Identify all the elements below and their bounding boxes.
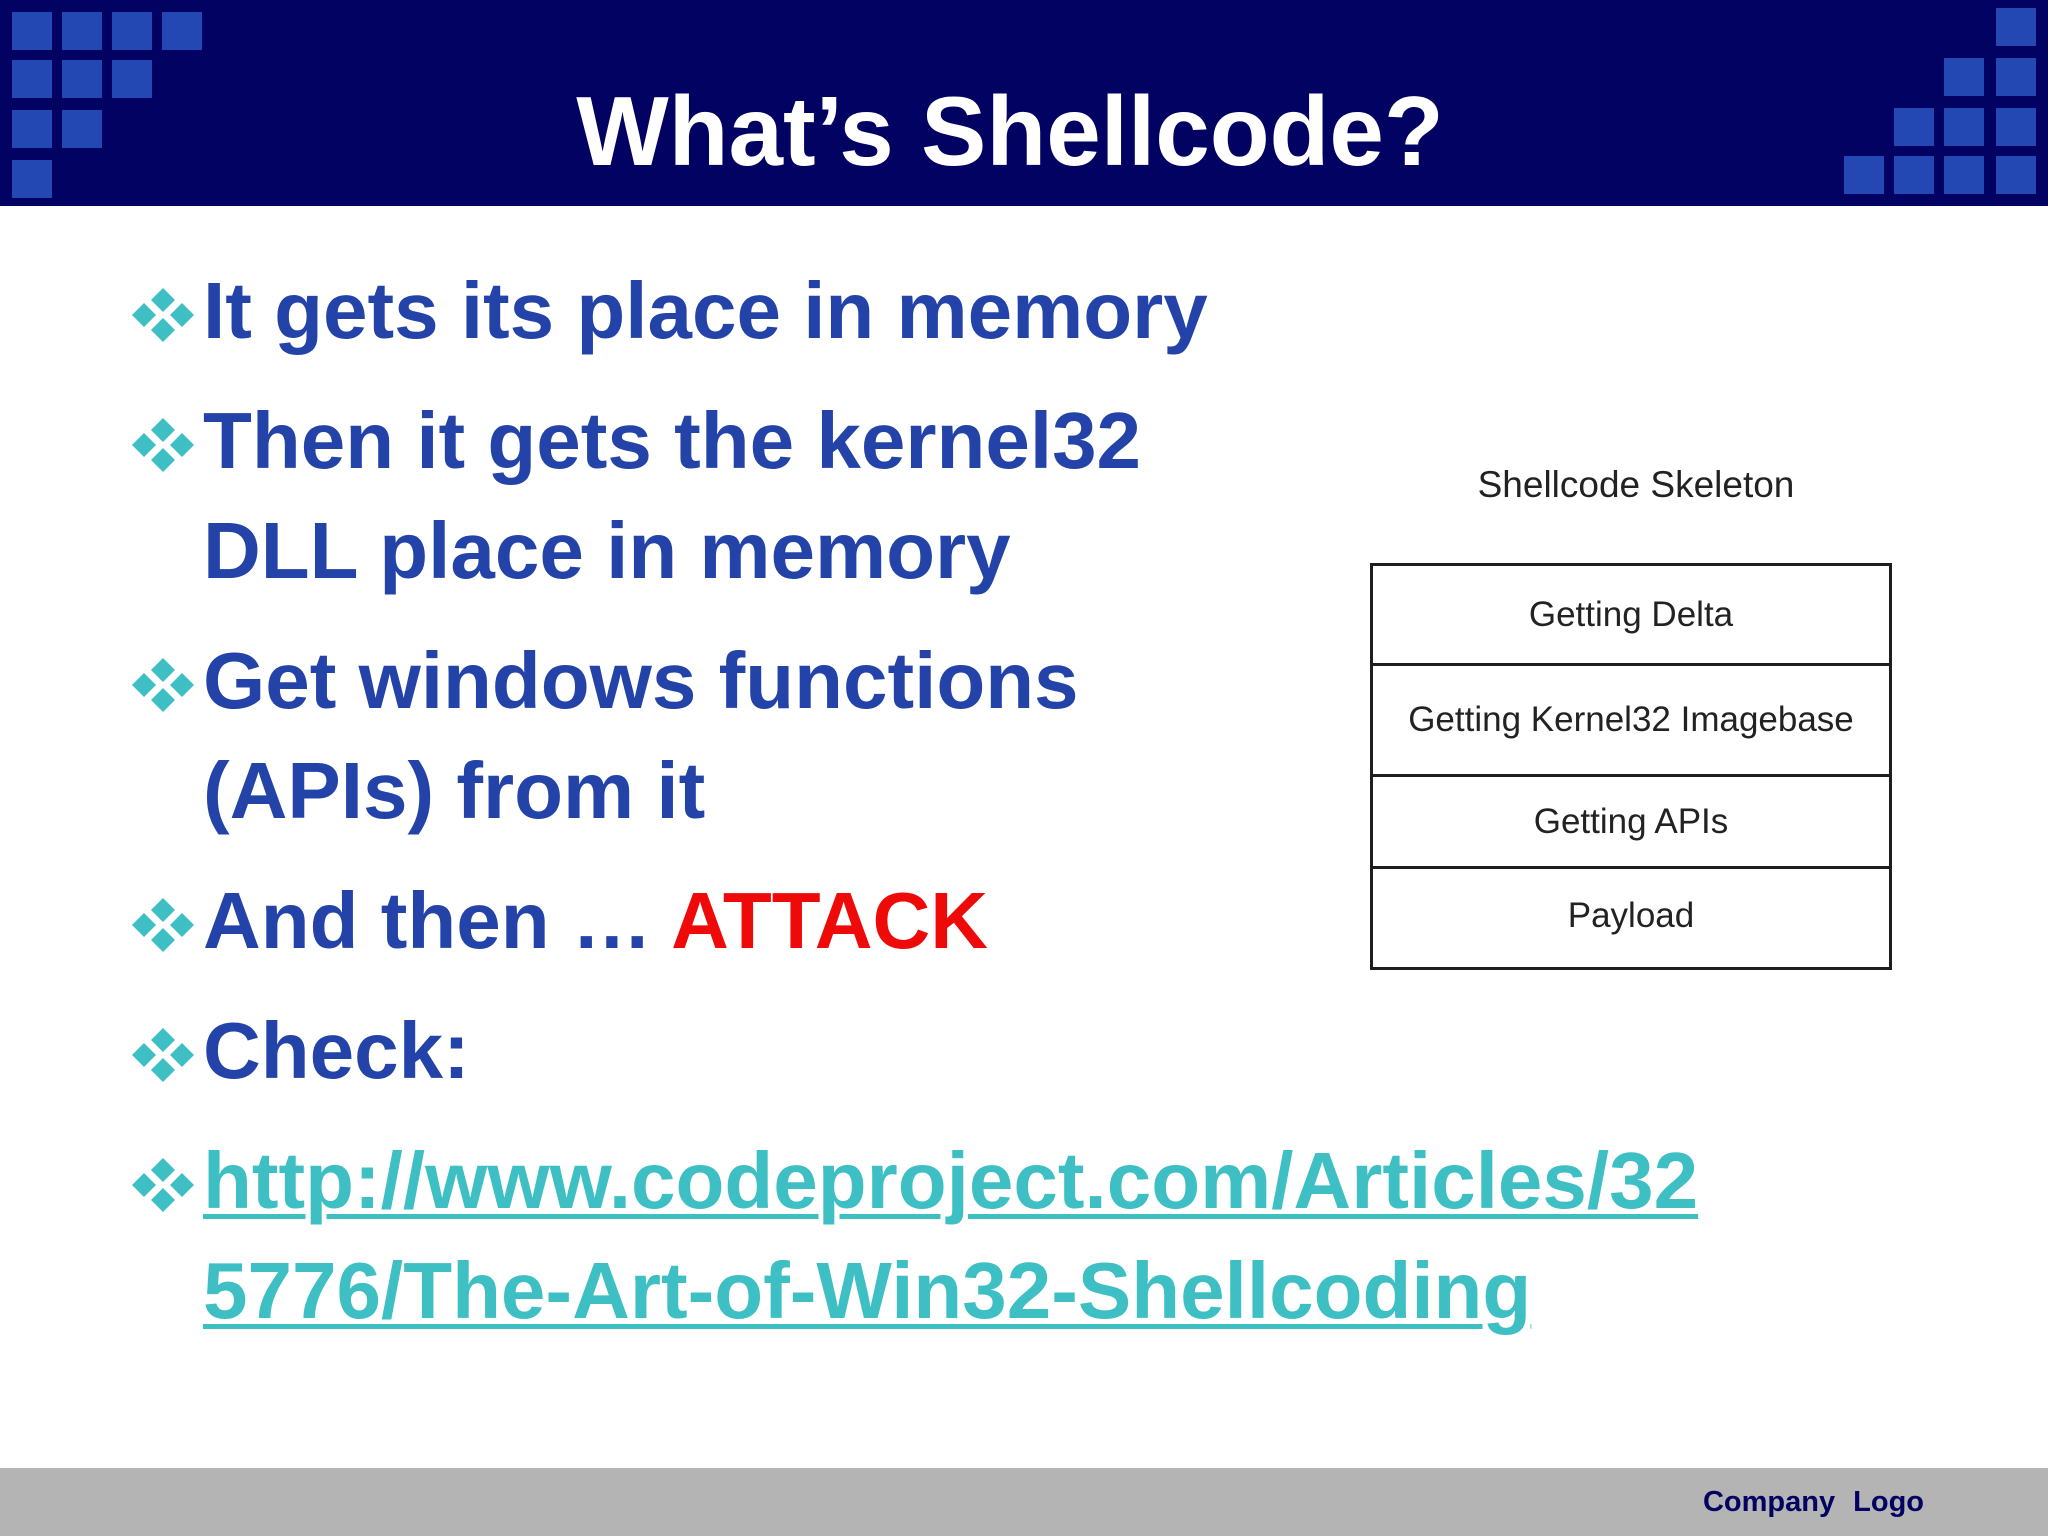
header-square (1944, 58, 1984, 96)
slide-title: What’s Shellcode? (576, 76, 1444, 186)
header-square (12, 160, 52, 198)
header-square (1894, 156, 1934, 194)
slide-header: What’s Shellcode? (0, 0, 2048, 206)
bullet-text: Check: (203, 1006, 470, 1095)
bullet-text: (APIs) from it (203, 746, 706, 835)
bullet-text: And then … ATTACK (203, 866, 988, 976)
diamond-cluster-icon (132, 1028, 194, 1082)
header-square (162, 12, 202, 50)
diagram-row: Payload (1373, 869, 1889, 970)
header-square (1996, 108, 2036, 146)
diamond-cluster-icon (132, 658, 194, 712)
header-square (12, 60, 52, 98)
slide-footer: Company Logo (0, 1468, 2048, 1536)
attack-emphasis: ATTACK (671, 876, 989, 965)
diagram-row: Getting APIs (1373, 777, 1889, 869)
bullet-text: DLL place in memory (203, 506, 1011, 595)
diagram-row: Getting Kernel32 Imagebase (1373, 666, 1889, 777)
bullet-text-prefix: And then … (203, 876, 672, 965)
header-square (112, 12, 152, 50)
header-square (1944, 156, 1984, 194)
header-square (62, 12, 102, 50)
diamond-cluster-icon (132, 898, 194, 952)
header-square (1894, 108, 1934, 146)
header-square (1844, 156, 1884, 194)
diamond-cluster-icon (132, 418, 194, 472)
header-square (112, 60, 152, 98)
company-logo: Company Logo (1702, 1486, 1924, 1518)
bullet-list: It gets its place in memory Then it gets… (130, 0, 2030, 1420)
header-square (1996, 58, 2036, 96)
header-square (12, 110, 52, 148)
header-square (1944, 108, 1984, 146)
article-link-continuation[interactable]: 5776/The-Art-of-Win32-Shellcoding (203, 1246, 1532, 1335)
header-square (62, 110, 102, 148)
bullet-text: It gets its place in memory (203, 266, 1208, 355)
article-link[interactable]: http://www.codeproject.com/Articles/32 (203, 1136, 1699, 1225)
diagram-row: Getting Delta (1373, 566, 1889, 666)
header-square (12, 12, 52, 50)
bullet-text: Get windows functions (203, 636, 1079, 725)
diagram-stack: Getting Delta Getting Kernel32 Imagebase… (1370, 563, 1892, 970)
diamond-cluster-icon (132, 288, 194, 342)
header-square (1996, 8, 2036, 46)
diagram-title: Shellcode Skeleton (1477, 464, 1795, 505)
bullet-text: Then it gets the kernel32 (203, 396, 1142, 485)
diamond-cluster-icon (132, 1158, 194, 1212)
header-square (1996, 156, 2036, 194)
header-square (62, 60, 102, 98)
